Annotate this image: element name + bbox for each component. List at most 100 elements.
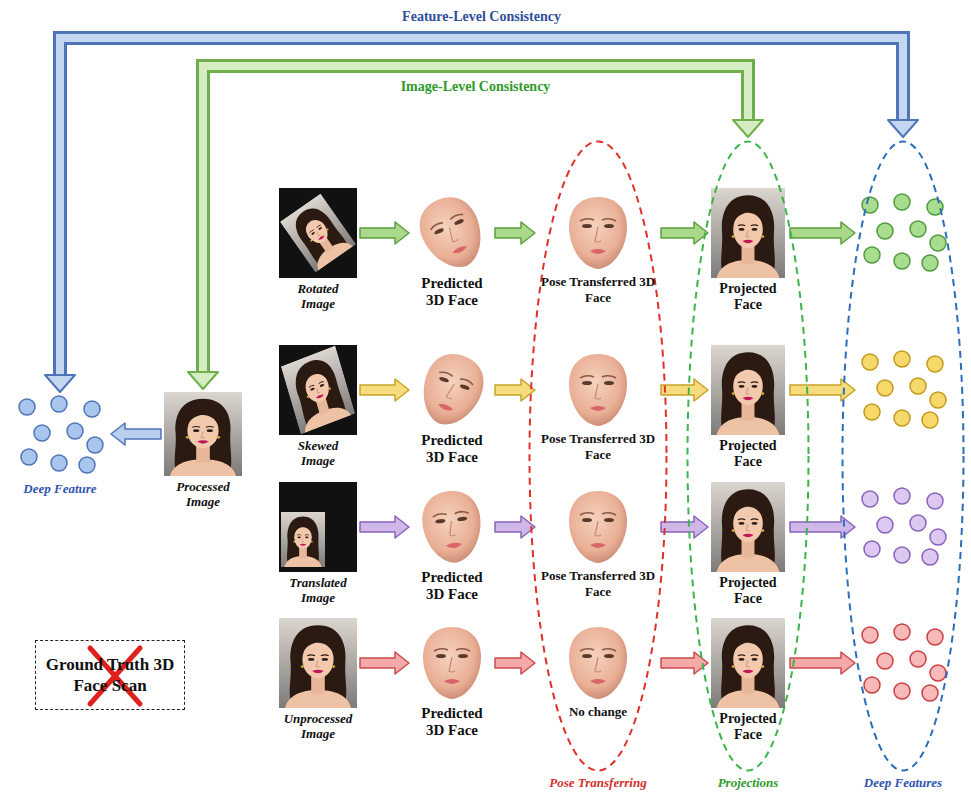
caption: Skewed Image bbox=[298, 438, 338, 468]
face-model bbox=[569, 491, 627, 563]
consistency-arrow bbox=[188, 66, 763, 389]
block-arrow bbox=[360, 516, 409, 538]
block-arrow bbox=[495, 516, 535, 538]
input-image: Processed Image bbox=[164, 392, 242, 509]
caption: Pose Transferred 3D Face bbox=[538, 431, 658, 463]
feature-cluster bbox=[19, 396, 103, 473]
block-arrow bbox=[661, 379, 708, 401]
feature-cluster bbox=[862, 351, 946, 428]
image-frame bbox=[279, 345, 357, 435]
face-model: Pose Transferred 3D Face bbox=[538, 352, 658, 463]
face-model bbox=[419, 488, 484, 566]
face-model: Pose Transferred 3D Face bbox=[538, 489, 658, 600]
arrow-body bbox=[360, 222, 409, 244]
crossed-out-box: Ground Truth 3D Face Scan bbox=[35, 640, 185, 710]
group-label: Projections bbox=[656, 775, 840, 791]
face-image: Projected Face bbox=[711, 345, 785, 470]
feature-cluster bbox=[862, 624, 946, 701]
feature-cluster bbox=[862, 488, 946, 565]
block-arrow bbox=[495, 652, 535, 674]
caption: Pose Transferred 3D Face bbox=[538, 568, 658, 600]
arrow-band bbox=[60, 38, 903, 377]
caption: Projected Face bbox=[719, 575, 776, 607]
block-arrow bbox=[495, 222, 535, 244]
block-arrow bbox=[360, 222, 409, 244]
face-photo bbox=[711, 188, 785, 278]
arrow-body bbox=[360, 516, 409, 538]
arrow-body bbox=[360, 652, 409, 674]
arrow-body bbox=[495, 516, 535, 538]
caption: Processed Image bbox=[176, 479, 229, 509]
block-arrow bbox=[111, 423, 161, 445]
group-label: Deep Features bbox=[811, 775, 971, 791]
ellipse-outline bbox=[841, 140, 965, 772]
caption: Translated Image bbox=[289, 575, 346, 605]
caption: Projected Face bbox=[719, 711, 776, 743]
face-model bbox=[423, 627, 481, 699]
arrow-head bbox=[888, 120, 918, 137]
group-label: Pose Transferring bbox=[498, 775, 698, 791]
block-arrow bbox=[360, 379, 409, 401]
block-arrow bbox=[661, 516, 708, 538]
caption: Predicted 3D Face bbox=[412, 275, 492, 309]
dashed-ellipse bbox=[688, 142, 809, 771]
group-ellipse: ProjectionsProjected FaceProjected FaceP… bbox=[686, 140, 810, 796]
input-image: Unprocessed Image bbox=[279, 618, 357, 741]
group-ellipse: Deep Features bbox=[841, 140, 965, 796]
block-arrow bbox=[790, 222, 855, 244]
caption: Projected Face bbox=[719, 281, 776, 313]
arrow-body bbox=[661, 222, 708, 244]
arrow-body bbox=[661, 516, 708, 538]
arrow-body bbox=[661, 379, 708, 401]
arrow-body bbox=[360, 379, 409, 401]
caption: Ground Truth 3D Face Scan bbox=[44, 654, 176, 696]
image-frame bbox=[279, 188, 357, 278]
face-photo bbox=[711, 482, 785, 572]
dashed-ellipse bbox=[843, 142, 964, 771]
arrow-body bbox=[495, 652, 535, 674]
feature-cluster: Deep Feature bbox=[12, 395, 108, 497]
caption: Projected Face bbox=[719, 438, 776, 470]
block-arrow bbox=[790, 652, 855, 674]
arrow-head bbox=[733, 120, 763, 137]
face-model: Predicted 3D Face bbox=[412, 195, 492, 309]
input-image: Translated Image bbox=[279, 482, 357, 605]
arrow-head bbox=[188, 372, 218, 389]
face-image: Projected Face bbox=[711, 188, 785, 313]
arrow-band bbox=[203, 66, 748, 374]
face-photo bbox=[711, 618, 785, 708]
face-model: Pose Transferred 3D Face bbox=[538, 195, 658, 306]
group-ellipse: Pose TransferringPose Transferred 3D Fac… bbox=[528, 140, 668, 796]
caption: Deep Feature bbox=[12, 481, 108, 497]
face-photo bbox=[711, 345, 785, 435]
arrow-band bbox=[60, 38, 903, 377]
block-arrow bbox=[790, 379, 855, 401]
caption: Predicted 3D Face bbox=[412, 569, 492, 603]
arrow-head bbox=[45, 375, 75, 392]
block-arrow bbox=[495, 379, 535, 401]
edge-label: Image-Level Consistency bbox=[398, 78, 554, 95]
caption: Rotated Image bbox=[297, 281, 338, 311]
arrow-band bbox=[203, 66, 748, 374]
face-photo bbox=[164, 392, 242, 476]
feature-cluster bbox=[862, 194, 946, 271]
face-model bbox=[412, 346, 491, 433]
face-photo bbox=[281, 346, 355, 435]
face-model bbox=[411, 188, 494, 278]
caption: Predicted 3D Face bbox=[412, 432, 492, 466]
face-model bbox=[569, 627, 627, 699]
face-model bbox=[569, 197, 627, 269]
image-frame bbox=[279, 482, 357, 572]
caption: Unprocessed Image bbox=[284, 711, 353, 741]
face-photo bbox=[281, 512, 325, 567]
caption: No change bbox=[538, 704, 658, 720]
block-arrow bbox=[360, 652, 409, 674]
face-image: Projected Face bbox=[711, 482, 785, 607]
face-image: Projected Face bbox=[711, 618, 785, 743]
caption: Pose Transferred 3D Face bbox=[538, 274, 658, 306]
input-image: Skewed Image bbox=[279, 345, 357, 468]
block-arrow bbox=[661, 222, 708, 244]
arrow-body bbox=[111, 423, 161, 445]
arrow-body bbox=[495, 379, 535, 401]
face-model: Predicted 3D Face bbox=[412, 625, 492, 739]
